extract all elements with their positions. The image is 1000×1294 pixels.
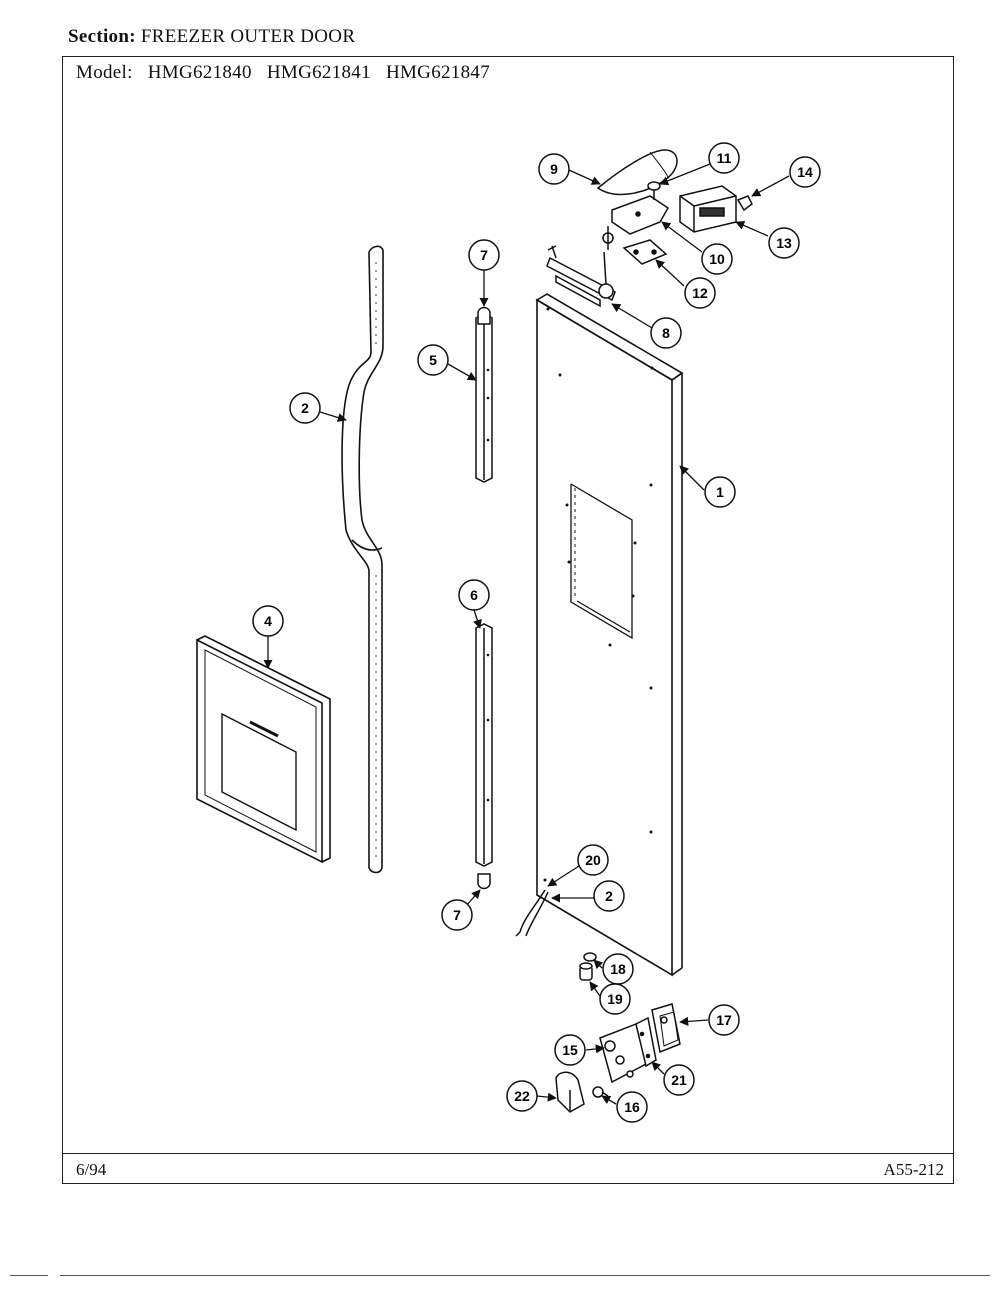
hinge-cover [596, 149, 678, 196]
svg-text:14: 14 [797, 164, 813, 180]
callout-5: 5 [417, 344, 449, 376]
svg-text:17: 17 [716, 1012, 732, 1028]
switch-clip [736, 195, 753, 212]
hinge-screw [647, 181, 661, 200]
svg-text:2: 2 [605, 888, 613, 904]
lower-hinge [599, 1022, 647, 1084]
callout-7-top: 7 [468, 239, 500, 271]
callout-22: 22 [506, 1080, 538, 1112]
svg-text:2: 2 [301, 400, 309, 416]
model-number: HMG621841 [266, 62, 371, 83]
svg-text:19: 19 [607, 991, 623, 1007]
hinge-bushing [583, 952, 597, 962]
callout-14: 14 [789, 156, 821, 188]
callout-9: 9 [538, 153, 570, 185]
trim-strip-lower [475, 623, 493, 867]
hinge-bar [546, 245, 616, 308]
svg-text:11: 11 [717, 150, 732, 166]
door-panel [535, 293, 684, 977]
diagram-frame [62, 56, 954, 1184]
callout-19: 19 [599, 983, 631, 1015]
svg-text:8: 8 [662, 325, 670, 341]
callout-15: 15 [554, 1034, 586, 1066]
hinge-shim [622, 239, 668, 265]
end-cap-top [477, 306, 491, 325]
svg-text:7: 7 [480, 247, 488, 263]
svg-text:22: 22 [514, 1088, 530, 1104]
door-switch [679, 185, 737, 233]
section-value: FREEZER OUTER DOOR [140, 26, 356, 47]
callout-2-handle: 2 [289, 392, 321, 424]
svg-text:7: 7 [453, 907, 461, 923]
callout-leaders [263, 163, 790, 1105]
callout-16: 16 [616, 1091, 648, 1123]
svg-text:20: 20 [585, 852, 601, 868]
callout-21: 21 [663, 1064, 695, 1096]
svg-text:4: 4 [264, 613, 272, 629]
hinge-plate [635, 1016, 657, 1068]
callout-2-wiring: 2 [593, 880, 625, 912]
model-label: Model: [76, 62, 133, 83]
hinge-bracket [651, 1003, 681, 1054]
model-number: HMG621847 [385, 62, 491, 83]
svg-text:5: 5 [429, 352, 437, 368]
upper-hinge [602, 195, 669, 250]
section-label: Section: [68, 26, 136, 47]
callout-20: 20 [577, 844, 609, 876]
callout-4: 4 [252, 605, 284, 637]
hinge-washer [579, 962, 593, 981]
callout-11: 11 [708, 142, 740, 174]
callout-13: 13 [768, 227, 800, 259]
callout-17: 17 [708, 1004, 740, 1036]
callout-1: 1 [704, 476, 736, 508]
door-handle [341, 245, 384, 874]
svg-text:12: 12 [692, 285, 708, 301]
end-cap-bottom [477, 873, 491, 890]
svg-text:9: 9 [550, 161, 558, 177]
callout-6: 6 [458, 579, 490, 611]
svg-text:1: 1 [716, 484, 724, 500]
page-rule [60, 1275, 990, 1276]
svg-text:18: 18 [610, 961, 626, 977]
hinge-screw-lower [592, 1086, 609, 1098]
callout-12: 12 [684, 277, 716, 309]
svg-text:10: 10 [709, 251, 725, 267]
footer-divider [62, 1153, 954, 1154]
svg-text:15: 15 [562, 1042, 578, 1058]
hinge-cover-lower [555, 1071, 585, 1113]
diagram-code: A55-212 [883, 1160, 944, 1179]
svg-text:21: 21 [671, 1072, 687, 1088]
page-rule [10, 1275, 48, 1276]
callout-7-bottom: 7 [441, 899, 473, 931]
svg-text:13: 13 [776, 235, 792, 251]
model-number: HMG621840 [147, 62, 252, 83]
svg-text:16: 16 [624, 1099, 640, 1115]
door-wiring [515, 889, 549, 937]
revision-date: 6/94 [76, 1160, 107, 1179]
callout-8: 8 [650, 317, 682, 349]
svg-text:6: 6 [470, 587, 478, 603]
callout-10: 10 [701, 243, 733, 275]
dispenser-panel [196, 635, 331, 864]
section-title: Section: FREEZER OUTER DOOR [68, 26, 355, 48]
trim-strip-upper [475, 313, 493, 483]
callout-18: 18 [602, 953, 634, 985]
model-line: Model: HMG621840 HMG621841 HMG621847 [76, 62, 500, 84]
